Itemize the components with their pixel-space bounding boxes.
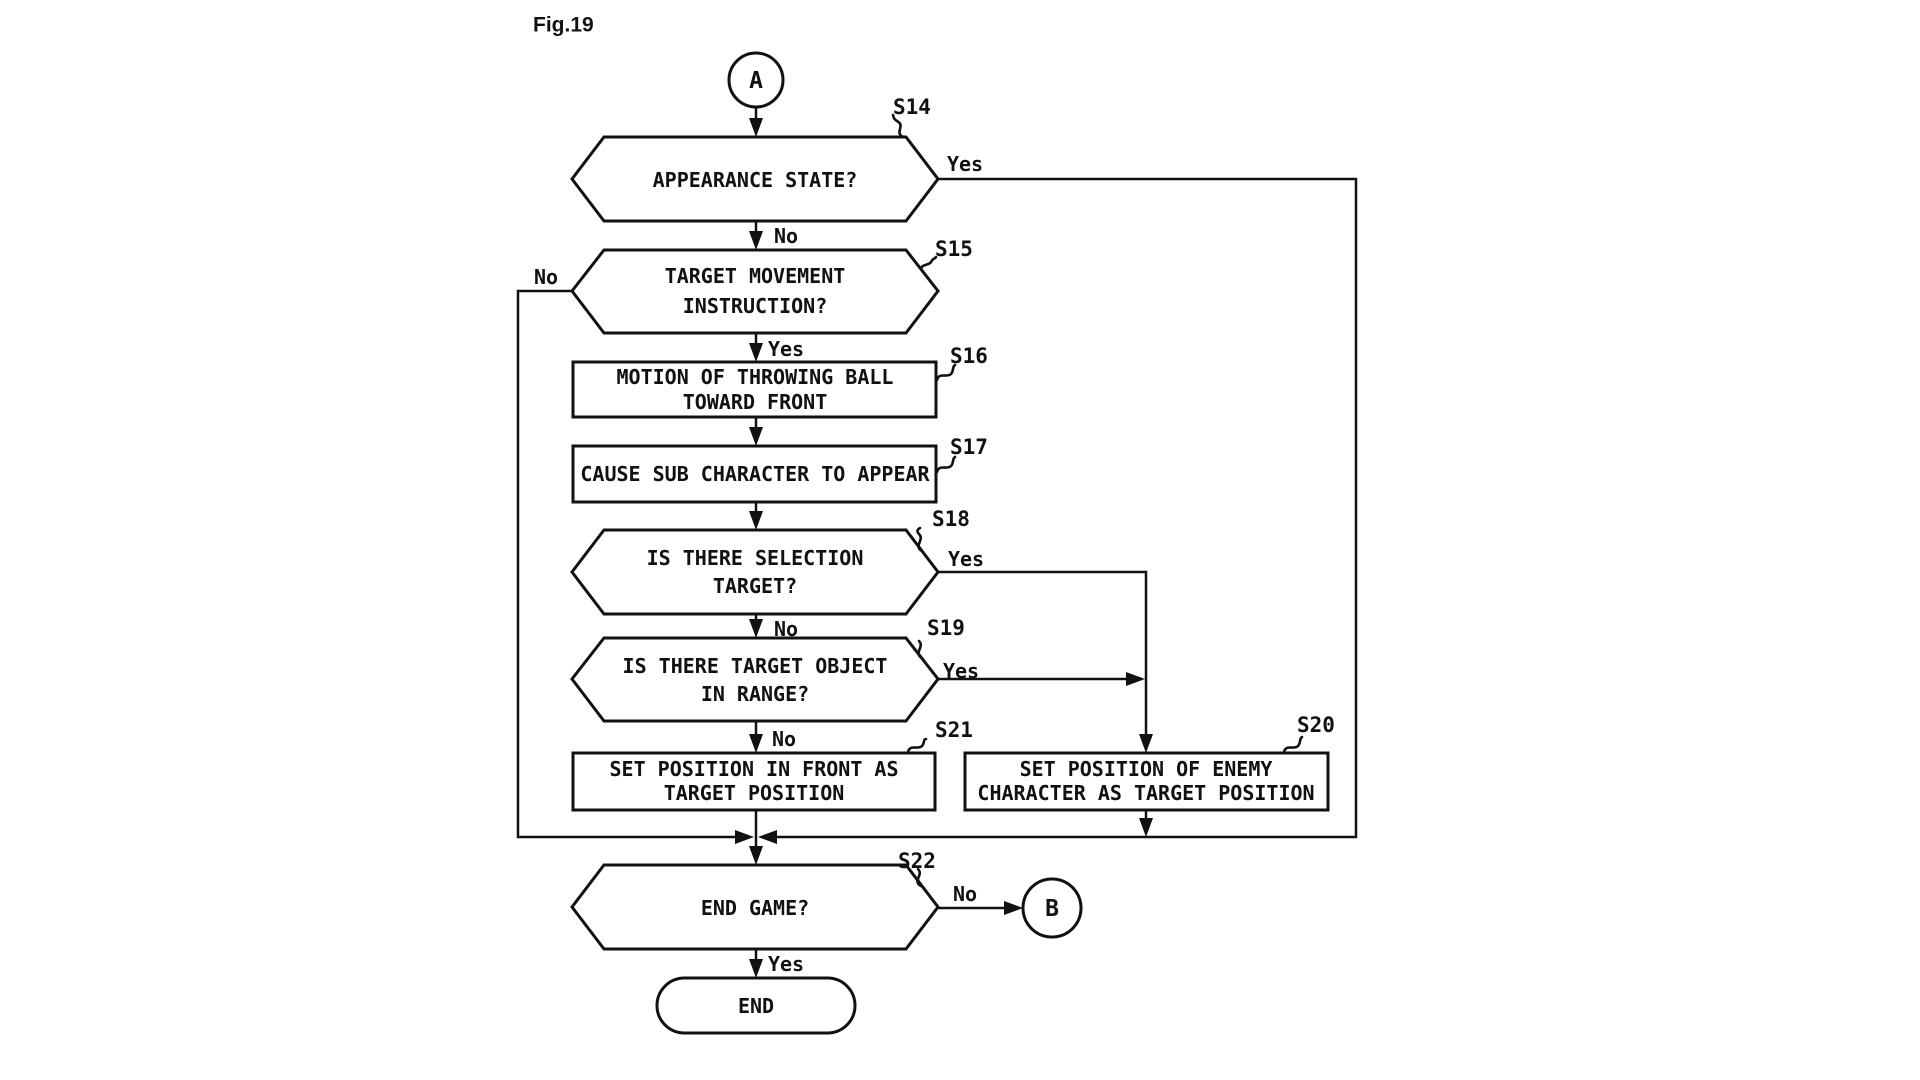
decision-s19-text-line1: IS THERE TARGET OBJECT	[623, 654, 888, 678]
process-s16	[571, 360, 938, 419]
arrowhead-s20-merge	[1139, 818, 1153, 837]
arrowhead-into-s20	[1139, 734, 1153, 753]
branch-label-s18-yes: Yes	[948, 547, 984, 571]
ref-leader-s19	[917, 639, 924, 660]
arrowhead-into-s21	[749, 734, 763, 753]
arrowhead-into-s17	[749, 427, 763, 446]
arrowhead-into-s15	[749, 231, 763, 250]
branch-label-s18-no: No	[774, 617, 798, 641]
branch-label-s22-no: No	[953, 882, 977, 906]
branch-label-s19-yes: Yes	[943, 659, 979, 683]
process-s16-text-line2: TOWARD FRONT	[683, 390, 828, 414]
arrowhead-into-s18	[749, 511, 763, 530]
process-s21	[571, 751, 937, 812]
process-s17	[571, 444, 938, 504]
decision-s14	[570, 135, 940, 223]
ref-label-s19: S19	[927, 616, 965, 640]
ref-label-s22: S22	[898, 849, 936, 873]
decision-s18-text-line2: TARGET?	[713, 574, 797, 598]
decision-s22-text: END GAME?	[701, 896, 809, 920]
arrowhead-merge-from-right	[758, 830, 777, 844]
connector-a-label: A	[749, 68, 763, 94]
decision-s22	[570, 863, 940, 951]
connector-b-label: B	[1045, 896, 1059, 922]
connector-a-circle	[727, 51, 785, 109]
ref-label-s21: S21	[935, 718, 973, 742]
decision-s15-text-line2: INSTRUCTION?	[683, 294, 828, 318]
arrowhead-into-b	[1004, 901, 1023, 915]
branch-label-s15-no: No	[534, 265, 558, 289]
branch-label-s15-yes: Yes	[768, 337, 804, 361]
arrowhead-into-s19	[749, 619, 763, 638]
process-s20-text-line2: CHARACTER AS TARGET POSITION	[977, 781, 1314, 805]
decision-s19-text-line2: IN RANGE?	[701, 682, 809, 706]
connector-b-circle	[1021, 877, 1083, 939]
edge-s18-yes	[938, 570, 1148, 737]
decision-s15-text-line1: TARGET MOVEMENT	[665, 264, 846, 288]
ref-label-s15: S15	[935, 237, 973, 261]
process-s20	[963, 751, 1330, 812]
decision-s15	[570, 248, 940, 335]
branch-label-s19-no: No	[772, 727, 796, 751]
decision-s14-text: APPEARANCE STATE?	[653, 168, 858, 192]
branch-label-s22-yes: Yes	[768, 952, 804, 976]
ref-label-s18: S18	[932, 507, 970, 531]
process-s21-text-line2: TARGET POSITION	[664, 781, 845, 805]
decision-s18-text-line1: IS THERE SELECTION	[647, 546, 864, 570]
decision-s18	[570, 528, 940, 616]
ref-leader-s15	[920, 255, 938, 274]
ref-leader-s22	[916, 867, 923, 888]
ref-leader-s14	[891, 113, 905, 139]
process-s20-text-line1: SET POSITION OF ENEMY	[1020, 757, 1273, 781]
arrowhead-merge-from-left	[735, 830, 754, 844]
edge-s15-no-long	[516, 289, 735, 839]
arrowhead-into-s16	[749, 343, 763, 362]
terminal-end	[655, 976, 857, 1035]
ref-leader-s17	[935, 455, 957, 474]
decision-s19	[570, 636, 940, 723]
process-s16-text-line1: MOTION OF THROWING BALL	[617, 365, 894, 389]
process-s21-text-line1: SET POSITION IN FRONT AS	[610, 757, 899, 781]
process-s17-text: CAUSE SUB CHARACTER TO APPEAR	[580, 462, 930, 486]
ref-leader-s21	[906, 737, 928, 754]
branch-label-s14-no: No	[774, 224, 798, 248]
terminal-end-text: END	[738, 994, 774, 1018]
ref-label-s20: S20	[1297, 713, 1335, 737]
figure-label: Fig.19	[533, 14, 594, 37]
arrowhead-s19-yes-join	[1126, 672, 1145, 686]
arrowhead-into-s22	[749, 846, 763, 865]
ref-leader-s16	[935, 363, 957, 382]
arrowhead-into-end	[749, 959, 763, 978]
ref-leader-s18	[916, 526, 924, 553]
arrowhead-into-s14	[749, 118, 763, 137]
ref-label-s14: S14	[893, 95, 931, 119]
ref-label-s17: S17	[950, 435, 988, 459]
ref-leader-s20	[1282, 735, 1304, 754]
ref-label-s16: S16	[950, 344, 988, 368]
branch-label-s14-yes: Yes	[947, 152, 983, 176]
edge-s14-yes-long	[777, 177, 1358, 839]
